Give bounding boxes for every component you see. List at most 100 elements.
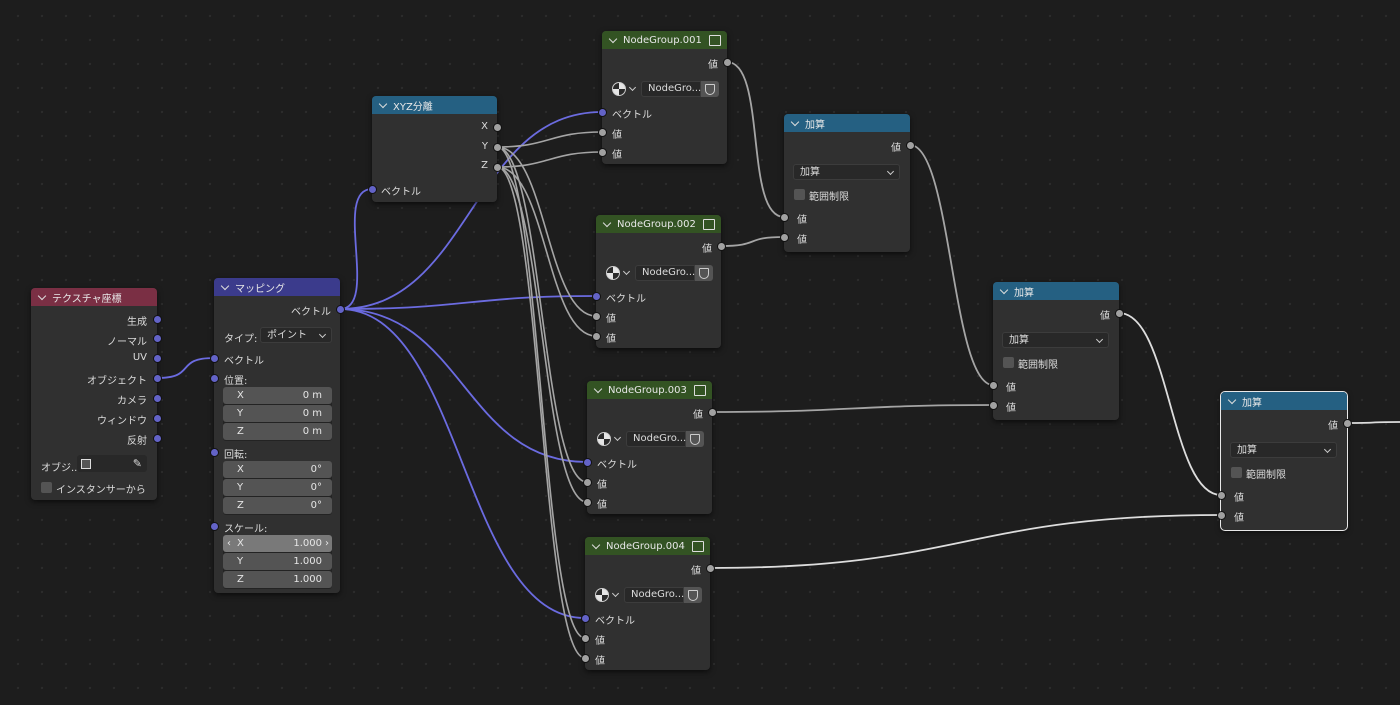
link-group2-add1[interactable] bbox=[720, 236, 785, 247]
chevron-down-icon[interactable] bbox=[220, 281, 230, 290]
socket-group-out[interactable] bbox=[723, 58, 732, 67]
instancer-checkbox[interactable] bbox=[41, 482, 52, 493]
socket-texcoord-out-5[interactable] bbox=[153, 414, 162, 423]
operation-dropdown[interactable]: 加算 bbox=[1230, 442, 1337, 458]
socket-group-vector[interactable] bbox=[598, 108, 607, 117]
node-group-name[interactable]: NodeGro... bbox=[624, 587, 684, 603]
node-header[interactable]: 加算 bbox=[993, 282, 1119, 300]
socket-mapping-location[interactable] bbox=[210, 374, 219, 383]
node-math-add-1[interactable]: 加算値加算範囲制限値値 bbox=[784, 114, 910, 252]
socket-group-value[interactable] bbox=[583, 478, 592, 487]
socket-group-vector[interactable] bbox=[592, 292, 601, 301]
object-picker-field[interactable]: ✎ bbox=[77, 455, 147, 472]
link-add3-out[interactable] bbox=[1346, 421, 1400, 424]
clamp-checkbox[interactable] bbox=[794, 189, 805, 200]
link-xyz-z-group-1[interactable] bbox=[496, 151, 603, 168]
link-mapping-group-2[interactable] bbox=[339, 295, 597, 310]
node-header[interactable]: NodeGroup.001 bbox=[602, 31, 727, 49]
socket-add-in[interactable] bbox=[1217, 511, 1226, 520]
node-group-selector[interactable]: NodeGro... bbox=[597, 430, 704, 448]
link-xyz-y-group-1[interactable] bbox=[496, 131, 603, 148]
chevron-down-icon[interactable] bbox=[1227, 395, 1237, 404]
chevron-down-icon[interactable] bbox=[591, 540, 601, 549]
link-group4-add3[interactable] bbox=[709, 514, 1222, 569]
increment-icon[interactable]: › bbox=[325, 538, 329, 549]
link-add2-add3[interactable] bbox=[1118, 312, 1222, 496]
node-group-selector[interactable]: NodeGro... bbox=[595, 586, 702, 604]
socket-group-out[interactable] bbox=[706, 564, 715, 573]
link-xyz-y-group-4[interactable] bbox=[496, 146, 586, 639]
socket-group-value[interactable] bbox=[598, 148, 607, 157]
socket-texcoord-out-4[interactable] bbox=[153, 394, 162, 403]
chevron-down-icon[interactable] bbox=[378, 99, 388, 108]
node-separate-xyz[interactable]: XYZ分離 X Y Z ベクトル bbox=[372, 96, 497, 202]
socket-group-value[interactable] bbox=[598, 128, 607, 137]
socket-mapping-scale[interactable] bbox=[210, 522, 219, 531]
link-xyz-z-group-4[interactable] bbox=[496, 166, 586, 659]
node-header[interactable]: NodeGroup.004 bbox=[585, 537, 710, 555]
node-math-add-2[interactable]: 加算値加算範囲制限値値 bbox=[993, 282, 1119, 420]
socket-add-out[interactable] bbox=[1343, 419, 1352, 428]
socket-add-in[interactable] bbox=[1217, 491, 1226, 500]
link-xyz-z-group-3[interactable] bbox=[496, 166, 588, 503]
link-group1-add1[interactable] bbox=[726, 61, 785, 218]
node-tree-icon[interactable] bbox=[595, 588, 609, 602]
node-tree-icon[interactable] bbox=[597, 432, 611, 446]
socket-group-vector[interactable] bbox=[581, 614, 590, 623]
socket-add-in[interactable] bbox=[989, 401, 998, 410]
operation-dropdown[interactable]: 加算 bbox=[793, 164, 900, 180]
socket-xyz-out-0[interactable] bbox=[493, 123, 502, 132]
socket-texcoord-out-2[interactable] bbox=[153, 354, 162, 363]
socket-add-in[interactable] bbox=[989, 381, 998, 390]
chevron-down-icon[interactable] bbox=[608, 34, 618, 43]
socket-add-in[interactable] bbox=[780, 233, 789, 242]
link-texcoord-mapping[interactable] bbox=[156, 357, 215, 379]
socket-mapping-rotation[interactable] bbox=[210, 448, 219, 457]
node-group-name[interactable]: NodeGro... bbox=[626, 431, 686, 447]
socket-mapping-out[interactable] bbox=[336, 305, 345, 314]
chevron-down-icon[interactable] bbox=[790, 117, 800, 126]
node-header[interactable]: テクスチャ座標 bbox=[31, 288, 157, 306]
eyedropper-icon[interactable]: ✎ bbox=[132, 457, 142, 470]
node-group-selector[interactable]: NodeGro... bbox=[612, 80, 719, 98]
socket-group-out[interactable] bbox=[708, 408, 717, 417]
socket-texcoord-out-3[interactable] bbox=[153, 374, 162, 383]
socket-add-out[interactable] bbox=[906, 141, 915, 150]
decrement-icon[interactable]: ‹ bbox=[227, 538, 231, 549]
clamp-checkbox[interactable] bbox=[1003, 357, 1014, 368]
socket-group-value[interactable] bbox=[592, 312, 601, 321]
node-tree-icon[interactable] bbox=[606, 266, 620, 280]
chevron-down-icon[interactable] bbox=[593, 384, 603, 393]
socket-xyz-in[interactable] bbox=[368, 185, 377, 194]
node-header[interactable]: 加算 bbox=[1221, 392, 1347, 410]
node-group-name[interactable]: NodeGro... bbox=[635, 265, 695, 281]
link-mapping-group-3[interactable] bbox=[339, 308, 588, 463]
fake-user-button[interactable] bbox=[695, 265, 713, 281]
node-header[interactable]: NodeGroup.002 bbox=[596, 215, 721, 233]
operation-dropdown[interactable]: 加算 bbox=[1002, 332, 1109, 348]
node-group-icon[interactable] bbox=[703, 219, 715, 230]
link-mapping-group-4[interactable] bbox=[339, 308, 586, 619]
chevron-down-icon[interactable] bbox=[37, 291, 47, 300]
socket-texcoord-out-1[interactable] bbox=[153, 334, 162, 343]
node-group-icon[interactable] bbox=[692, 541, 704, 552]
node-header[interactable]: 加算 bbox=[784, 114, 910, 132]
clamp-checkbox[interactable] bbox=[1231, 467, 1242, 478]
link-mapping-group-1[interactable] bbox=[339, 111, 603, 310]
socket-group-value[interactable] bbox=[592, 332, 601, 341]
node-header[interactable]: XYZ分離 bbox=[372, 96, 497, 114]
link-group3-add2[interactable] bbox=[711, 404, 994, 413]
fake-user-button[interactable] bbox=[686, 431, 704, 447]
node-tree-icon[interactable] bbox=[612, 82, 626, 96]
socket-add-in[interactable] bbox=[780, 213, 789, 222]
